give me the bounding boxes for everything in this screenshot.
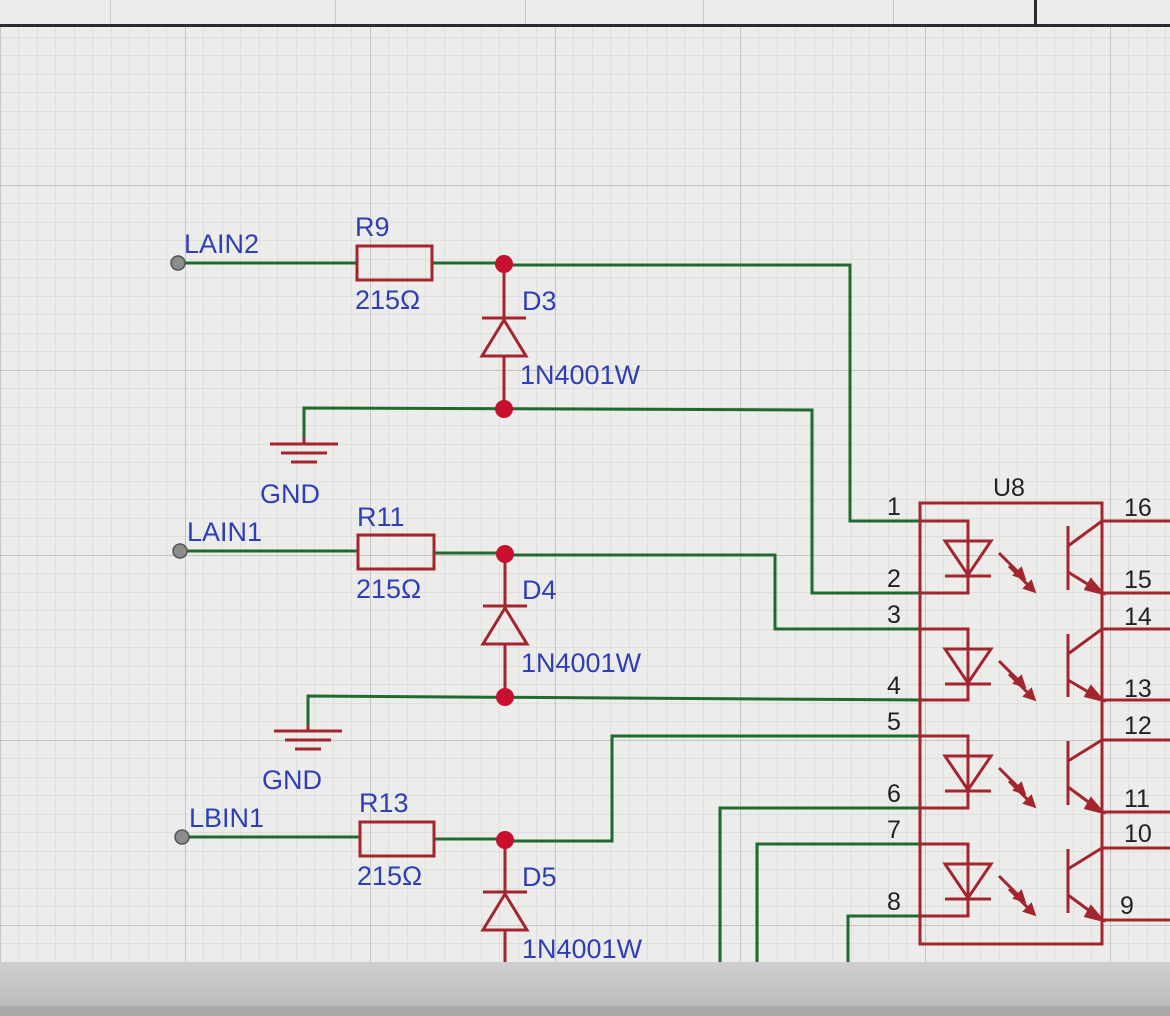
u8-led-2 bbox=[920, 627, 1037, 702]
resistor-body-r11[interactable] bbox=[356, 533, 436, 571]
junction-d4-anode[interactable] bbox=[496, 545, 514, 563]
net-port-lain2[interactable] bbox=[170, 255, 186, 271]
diode-part-d3: 1N4001W bbox=[520, 360, 641, 390]
wire-d5-pin5[interactable] bbox=[505, 734, 920, 843]
u8-transistor-4 bbox=[1066, 846, 1170, 923]
resistor-ref-r9: R9 bbox=[355, 212, 390, 242]
diode-part-d4: 1N4001W bbox=[521, 648, 642, 678]
wire-pin6[interactable] bbox=[718, 806, 920, 965]
resistor-value-r13: 215Ω bbox=[357, 861, 422, 891]
net-label-lbin1: LBIN1 bbox=[189, 803, 264, 833]
wire-pin8[interactable] bbox=[846, 914, 920, 965]
wire-d4-pin3[interactable] bbox=[505, 553, 920, 631]
toolbar-divider bbox=[525, 0, 526, 24]
wire-pin7[interactable] bbox=[755, 842, 920, 965]
pin-number-right: 15 bbox=[1124, 566, 1152, 594]
pin-number-right: 9 bbox=[1120, 892, 1134, 920]
horizontal-scrollbar[interactable] bbox=[0, 1006, 1170, 1016]
pin-number-right: 12 bbox=[1124, 712, 1152, 740]
optocoupler-u8[interactable] bbox=[918, 501, 1170, 946]
toolbar-divider bbox=[1034, 0, 1037, 24]
net-port-lain1[interactable] bbox=[172, 543, 188, 559]
u8-transistor-2 bbox=[1066, 627, 1170, 703]
pin-number-left: 4 bbox=[887, 672, 901, 700]
toolbar-divider bbox=[703, 0, 704, 24]
pin-number-left: 2 bbox=[887, 565, 901, 593]
pin-number-left: 1 bbox=[887, 493, 901, 521]
pin-number-right: 14 bbox=[1124, 603, 1152, 631]
ground-label-2: GND bbox=[262, 765, 322, 795]
grid-major bbox=[0, 27, 1170, 962]
wire-d3-pin1[interactable] bbox=[504, 263, 920, 523]
toolbar-divider bbox=[893, 0, 894, 24]
net-label-lain2: LAIN2 bbox=[184, 229, 259, 259]
net-port-lbin1[interactable] bbox=[174, 829, 190, 845]
bottom-status-bar bbox=[0, 962, 1170, 1016]
junction-d3-gnd[interactable] bbox=[495, 400, 513, 418]
u8-transistor-1 bbox=[1066, 519, 1170, 596]
pin-number-right: 16 bbox=[1124, 494, 1152, 522]
pin-number-left: 5 bbox=[887, 708, 901, 736]
pin-number-left: 7 bbox=[887, 816, 901, 844]
u8-led-4 bbox=[920, 842, 1037, 918]
pin-number-left: 8 bbox=[887, 888, 901, 916]
optocoupler-ref: U8 bbox=[993, 474, 1025, 502]
toolbar-divider bbox=[110, 0, 111, 24]
ground-symbol-2[interactable] bbox=[274, 725, 342, 751]
ground-symbol-1[interactable] bbox=[270, 438, 338, 464]
resistor-ref-r11: R11 bbox=[357, 502, 405, 532]
pin-number-right: 11 bbox=[1124, 785, 1150, 813]
top-toolbar bbox=[0, 0, 1170, 27]
resistor-value-r11: 215Ω bbox=[356, 574, 421, 604]
wire-gnd2-pin4[interactable] bbox=[306, 694, 921, 725]
u8-body bbox=[918, 501, 1104, 946]
resistor-ref-r13: R13 bbox=[359, 788, 409, 818]
u8-transistor-3 bbox=[1066, 738, 1170, 815]
pin-number-left: 6 bbox=[887, 780, 901, 808]
junction-d5-anode[interactable] bbox=[496, 831, 514, 849]
pin-number-right: 13 bbox=[1124, 675, 1152, 703]
ground-label-1: GND bbox=[260, 479, 320, 509]
u8-led-1 bbox=[920, 519, 1037, 595]
diode-ref-d4: D4 bbox=[522, 575, 557, 605]
diode-part-d5: 1N4001W bbox=[522, 934, 643, 964]
diode-ref-d5: D5 bbox=[522, 862, 557, 892]
pin-number-left: 3 bbox=[887, 601, 901, 629]
junction-d4-gnd[interactable] bbox=[496, 688, 514, 706]
toolbar-divider bbox=[335, 0, 336, 24]
u8-led-3 bbox=[920, 734, 1037, 810]
junction-d3-anode[interactable] bbox=[495, 255, 513, 273]
resistor-body-r13[interactable] bbox=[358, 820, 436, 858]
resistor-value-r9: 215Ω bbox=[355, 285, 420, 315]
pin-number-right: 10 bbox=[1124, 820, 1152, 848]
net-label-lain1: LAIN1 bbox=[187, 517, 262, 547]
resistor-body-r9[interactable] bbox=[355, 244, 434, 282]
diode-ref-d3: D3 bbox=[522, 286, 557, 316]
wire-gnd1-pin2[interactable] bbox=[302, 406, 920, 595]
